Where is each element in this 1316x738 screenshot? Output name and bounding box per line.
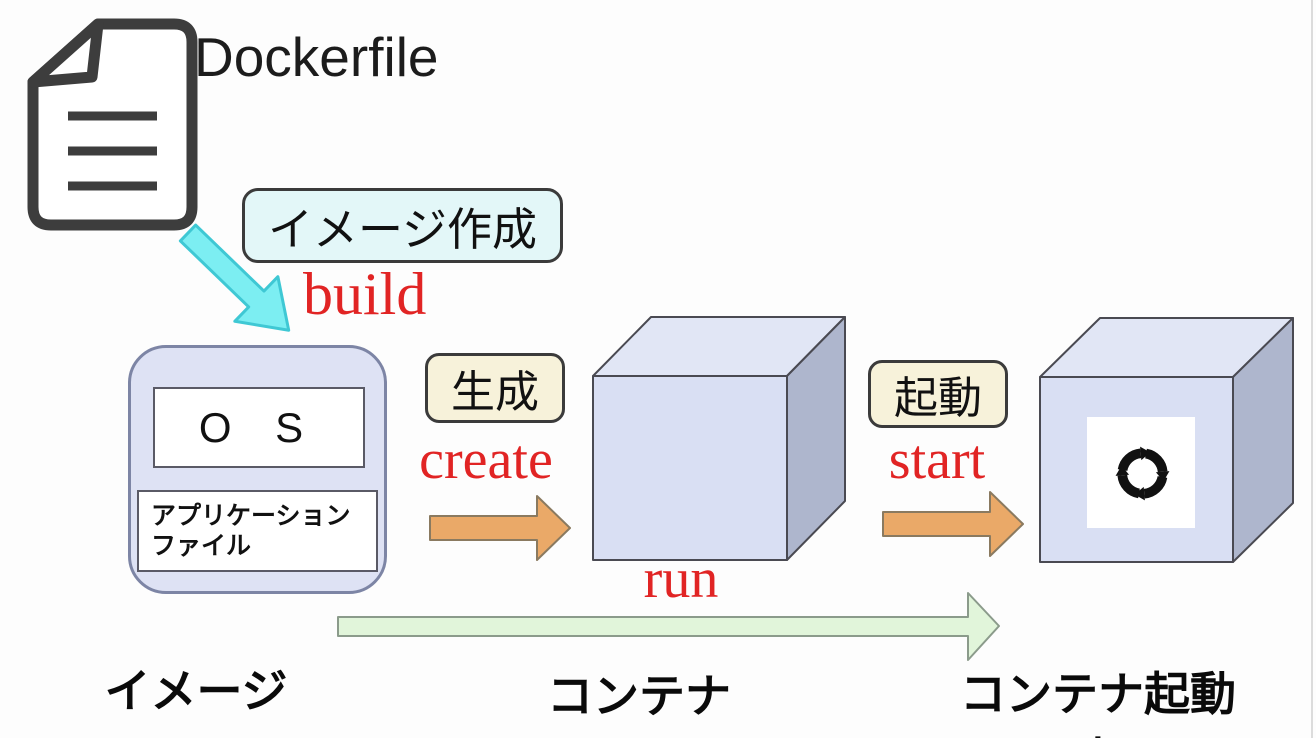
os-label: O S [198, 403, 320, 451]
create-tag-box: 生成 [425, 353, 565, 423]
container-caption: コンテナ [547, 670, 731, 722]
app-files-line1: アプリケーション [151, 502, 351, 530]
document-icon [27, 18, 198, 231]
os-box: O S [153, 387, 365, 468]
image-caption: イメージ [104, 665, 288, 717]
run-arrow-icon [337, 592, 1000, 661]
dockerfile-title: Dockerfile [194, 26, 439, 88]
create-command: create [419, 429, 553, 491]
app-files-line2: ファイル [151, 532, 252, 560]
right-edge-line [1311, 0, 1313, 738]
container-cube [592, 316, 846, 561]
start-tag-box: 起動 [868, 360, 1008, 428]
start-command: start [888, 429, 986, 491]
running-container-cube [1039, 317, 1294, 563]
start-arrow-icon [882, 491, 1024, 557]
application-files-box: アプリケーション ファイル [137, 490, 378, 572]
start-tag-label: 起動 [894, 374, 982, 423]
build-tag-label: イメージ作成 [267, 204, 538, 255]
build-tag-box: イメージ作成 [242, 188, 563, 263]
run-command: run [643, 548, 719, 610]
build-arrow-icon [178, 223, 291, 332]
build-command: build [303, 261, 427, 327]
running-container-caption: コンテナ起動中 [960, 668, 1236, 738]
create-tag-label: 生成 [451, 368, 539, 417]
create-arrow-icon [429, 495, 571, 561]
